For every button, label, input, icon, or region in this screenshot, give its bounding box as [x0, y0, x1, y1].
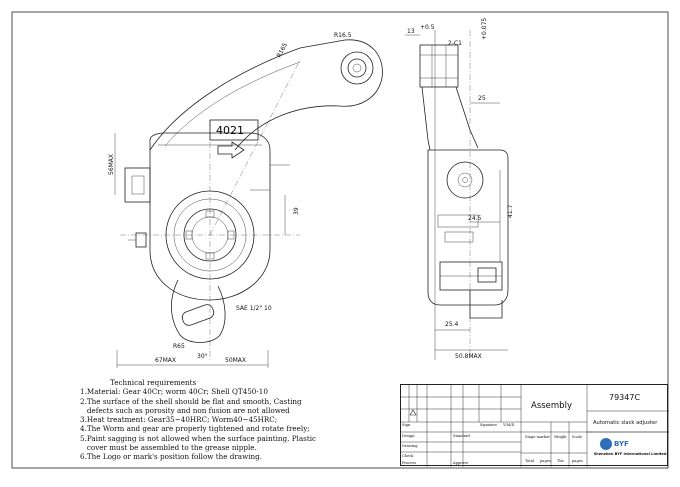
dim-2c1: 2-C1: [448, 40, 462, 47]
dim-39: 39: [293, 207, 300, 215]
requirement-item: 5.Paint sagging is not allowed when the …: [80, 433, 317, 443]
label-total: Total: [525, 459, 535, 463]
dim-tol-top: +0.5: [420, 24, 435, 31]
dim-r16-5: R16.5: [334, 32, 352, 39]
part-number: 79347C: [609, 393, 641, 402]
label-approve: Approve: [453, 461, 469, 465]
dim-r65: R65: [173, 343, 185, 350]
label-process: Process: [402, 461, 417, 465]
label-pages-b: pages: [572, 459, 583, 463]
requirements-list: 1.Material: Gear 40Cr; worm 40Cr; Shell …: [80, 387, 400, 461]
dim-tol-right: +0.075: [481, 18, 488, 40]
requirement-item: 3.Heat treatment: Gear35~40HRC; Worm40~4…: [80, 415, 278, 425]
dim-41-7: 41.7: [507, 204, 514, 218]
dim-13: 13: [407, 28, 415, 35]
sheet-border: [11, 11, 669, 469]
byf-logo-icon: [600, 438, 612, 450]
dim-50-8max: 50.8MAX: [455, 353, 482, 360]
label-drawing: Drawing: [402, 444, 418, 448]
company-logo-text: BYF: [614, 440, 629, 448]
part-code: 4021: [216, 124, 244, 137]
requirement-item: defects such as porosity and non fusion …: [80, 405, 290, 415]
dim-67max: 67MAX: [155, 357, 176, 364]
dim-25: 25: [478, 95, 486, 102]
label-standard: Standard: [453, 434, 470, 438]
requirement-item: 2.The surface of the shell should be fla…: [80, 396, 302, 406]
label-the: The: [557, 459, 564, 463]
dim-50max: 50MAX: [225, 357, 246, 364]
front-view: [114, 39, 383, 368]
assembly-label: Assembly: [531, 401, 572, 411]
side-view: [405, 30, 509, 360]
label-scale: Scale: [572, 435, 582, 439]
label-check: Check: [402, 454, 414, 458]
label-design: Design: [402, 434, 415, 438]
dim-angle: 30°: [197, 353, 208, 360]
label-weight: Weight: [554, 435, 567, 439]
dim-25-4: 25.4: [445, 321, 459, 328]
requirement-item: 6.The Logo or mark's position follow the…: [80, 452, 263, 462]
label-signature: Signature: [480, 423, 497, 427]
dim-r165: R165: [276, 42, 290, 59]
label-pages-a: pages: [540, 459, 551, 463]
dim-24-5: 24.5: [468, 215, 482, 222]
label-stage-marker: Stage marker: [525, 435, 550, 439]
title-block: Assembly 79347C Automatic slack adjuster…: [400, 384, 669, 467]
requirement-item: 4.The Worm and gear are properly tighten…: [80, 424, 310, 434]
requirement-item: 1.Material: Gear 40Cr; worm 40Cr; Shell …: [80, 387, 268, 397]
label-ymd: Y/M/D: [503, 423, 515, 427]
part-name: Automatic slack adjuster: [593, 420, 658, 426]
dim-sae: SAE 1/2" 10: [236, 305, 272, 312]
dim-56max: 56MAX: [108, 154, 115, 175]
title-block-grid: [401, 385, 669, 467]
technical-requirements: Technical requirements 1.Material: Gear …: [80, 378, 400, 462]
requirements-title: Technical requirements: [110, 378, 197, 387]
requirement-item: cover must be assembled to the grease ni…: [80, 443, 257, 453]
company-name: Shenzhen BYF International Limited: [593, 452, 667, 456]
label-sign: Sign: [402, 423, 411, 427]
